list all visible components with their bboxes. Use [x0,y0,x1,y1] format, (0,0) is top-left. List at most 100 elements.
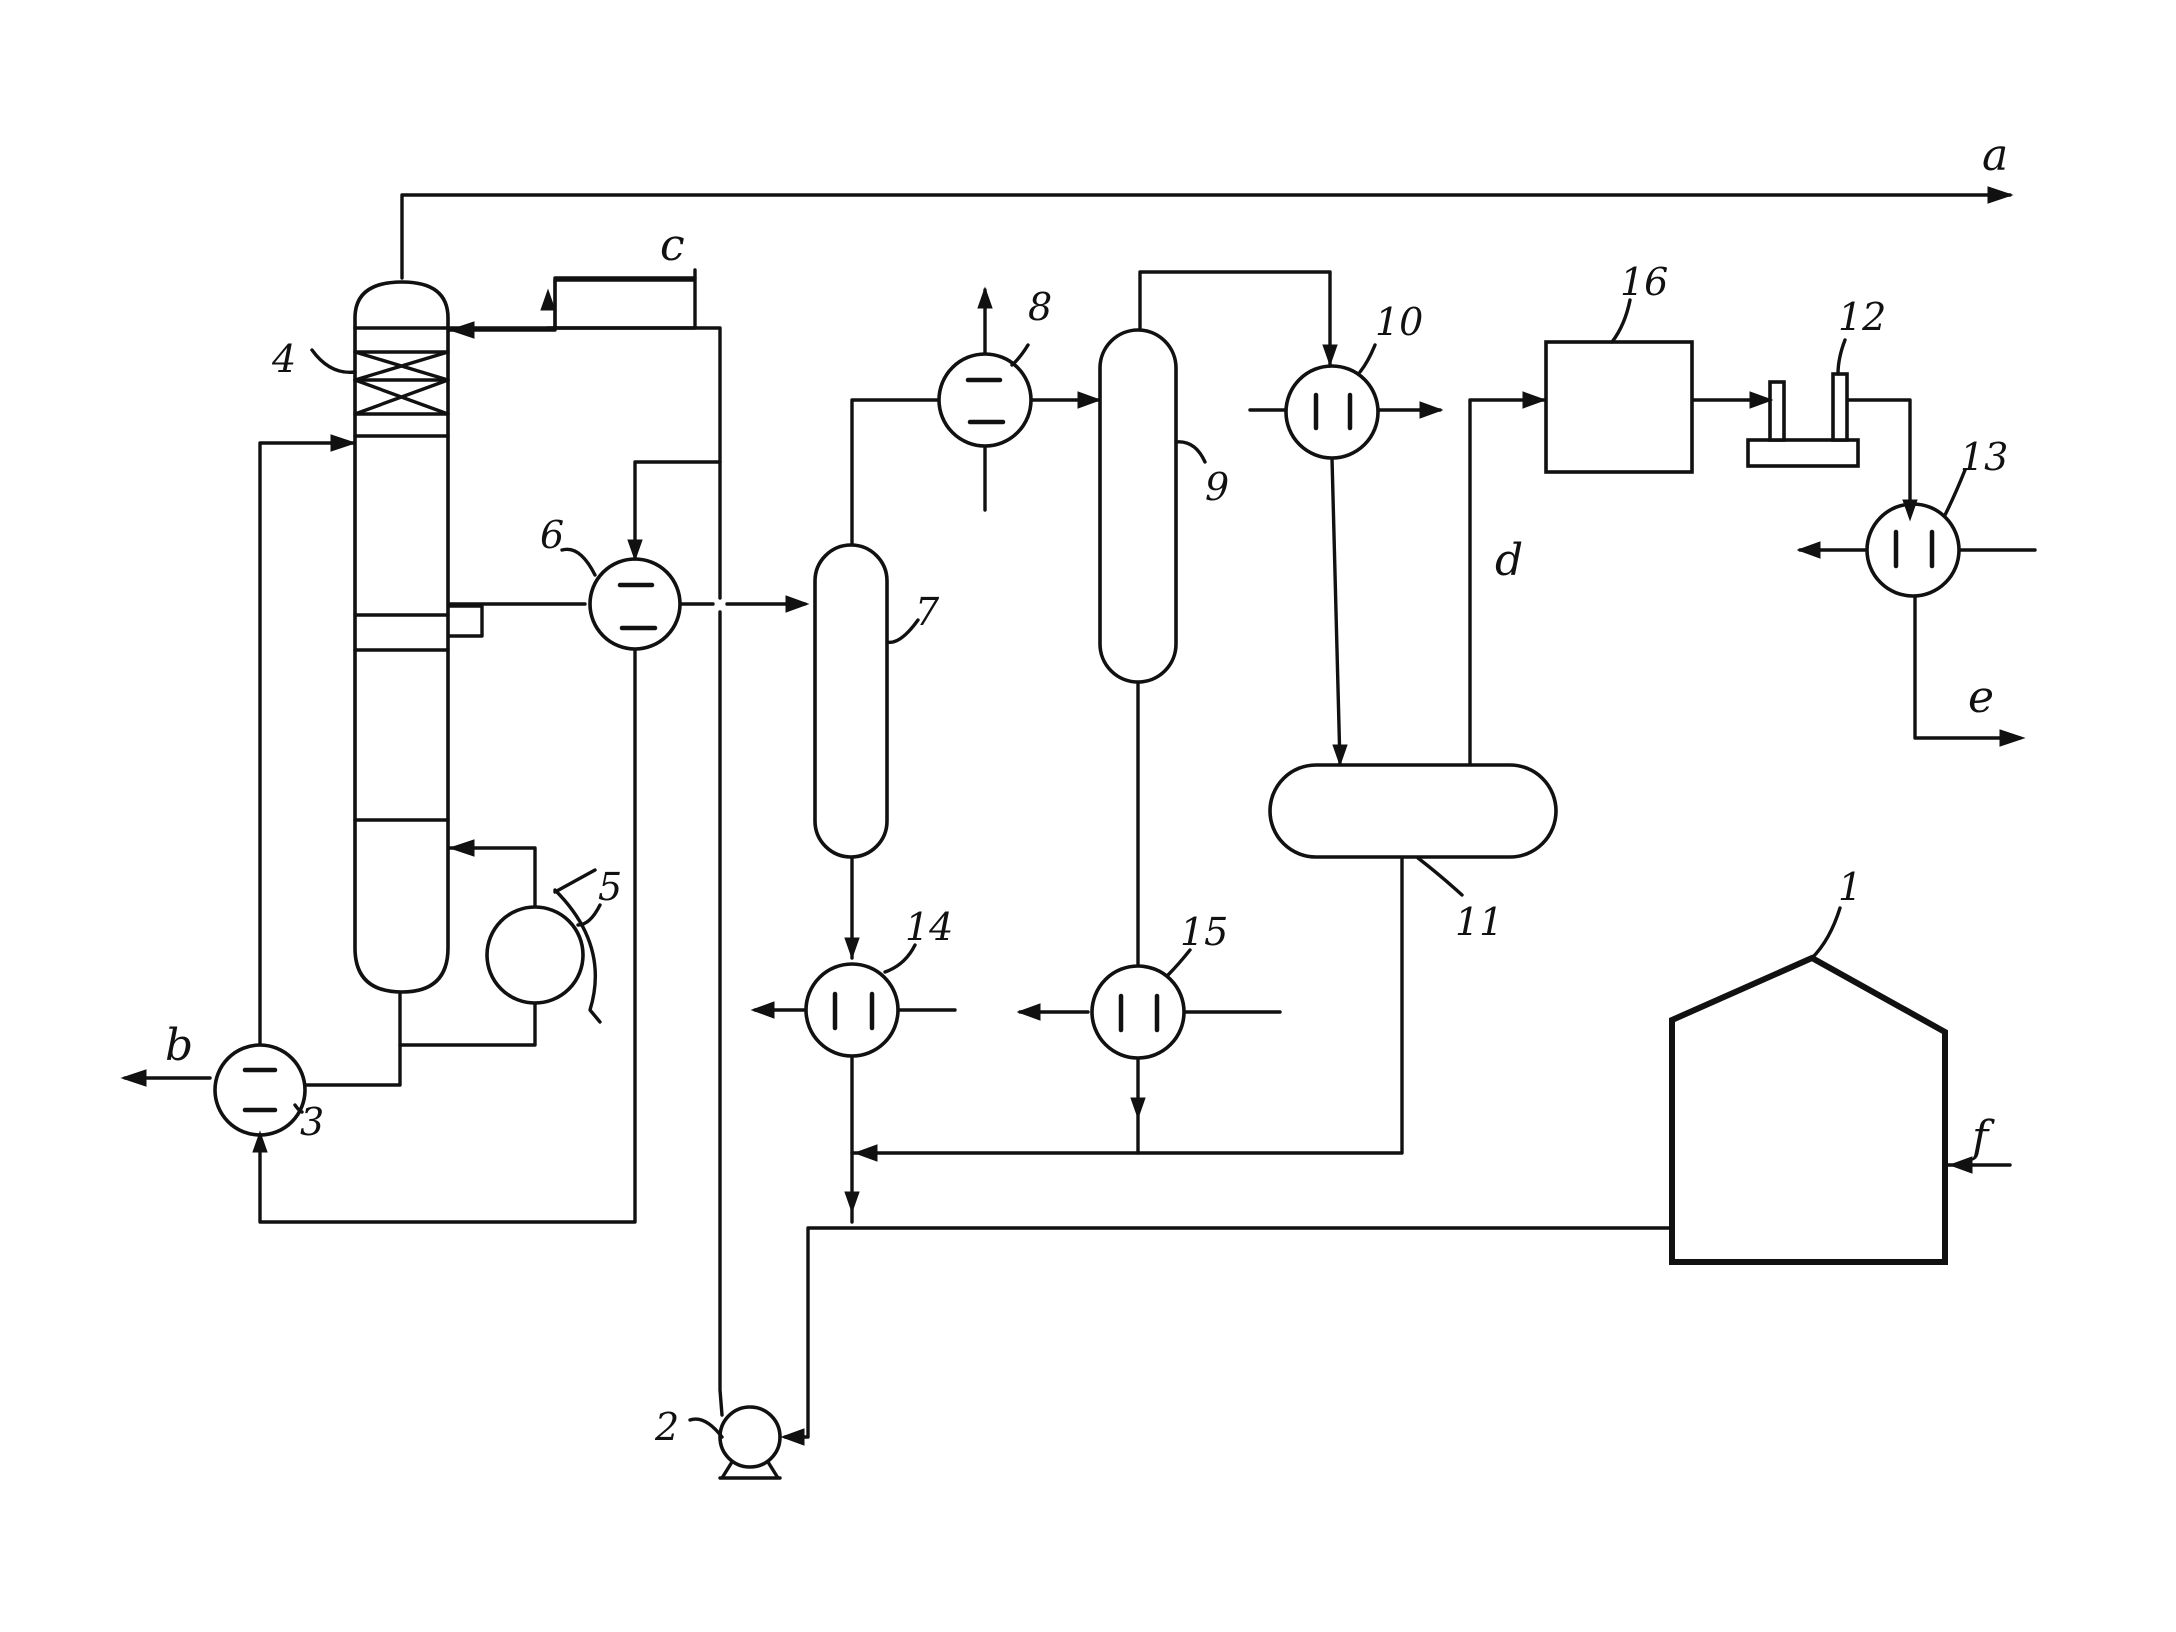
arrow-join-left [853,1144,878,1162]
arrow-into-12 [1749,391,1774,409]
column-4-body [353,280,450,994]
unit-16 [1544,340,1694,474]
line-header-to-6 [633,460,722,562]
arrow-10-out [1419,401,1444,419]
line-column-top-to-pump [446,326,724,1417]
equipment-label-9: 9 [1205,465,1229,509]
line-11-bottom-to-join [850,856,1404,1155]
line-12-to-13 [1836,398,1912,522]
equipment-labels: 1 2 3 4 5 6 7 8 9 10 11 12 13 14 15 16 [271,260,2008,1449]
equipment-label-14: 14 [905,905,953,949]
line-c-out [553,276,697,330]
arrow-into-3 [252,1130,268,1153]
line-e [1913,593,2022,740]
exchanger-10 [1284,364,1380,460]
leader-13 [1943,468,1967,517]
line-column-bottom-to-3 [303,988,402,1087]
leader-16 [1610,298,1632,344]
reboiler-5 [485,868,602,1024]
unit-12 [1746,372,1860,468]
arrow-8-up [977,286,993,309]
flow-arrows [120,186,2026,1446]
arrow-14-left [750,1001,775,1019]
arrow-into-14 [844,937,860,960]
stream-label-b: b [165,1020,193,1071]
leader-8 [1010,343,1030,367]
line-7-top-to-8 [850,398,940,550]
leader-14 [883,943,917,974]
line-column-side-jog [446,604,484,638]
arrow-reflux [448,321,475,339]
leader-12 [1836,338,1847,376]
leader-10 [1358,343,1377,374]
equipment-label-12: 12 [1838,295,1886,339]
arrow-c [540,288,556,311]
arrow-a [1987,186,2014,204]
arrow-f [1948,1156,1973,1174]
stream-labels: a b c d e f [165,130,2008,1163]
exchanger-13 [1865,502,1961,598]
arrow-into-10 [1322,344,1338,367]
leader-3 [293,1103,304,1114]
exchanger-3 [213,1043,307,1137]
leader-1 [1810,906,1842,960]
column-4 [353,280,450,994]
stream-label-d: d [1495,535,1523,586]
stream-label-c: c [660,220,685,271]
arrow-b [120,1069,147,1087]
equipment-label-10: 10 [1375,300,1423,344]
line-1-to-pump [783,1226,1674,1439]
equipment-label-11: 11 [1455,900,1503,944]
arrow-to-pump-line [844,1191,860,1214]
arrow-into-6 [627,539,643,562]
arrow-15-left [1016,1003,1041,1021]
line-10-to-11 [1330,456,1342,767]
equipment-label-3: 3 [300,1100,324,1144]
arrow-pump-out [780,1428,805,1446]
pump-2 [718,1405,782,1480]
arrow-into-9 [1077,391,1102,409]
leader-7 [885,618,920,645]
equipment-label-4: 4 [271,337,296,381]
line-3-to-column [258,441,357,1050]
equipment-label-13: 13 [1960,435,2008,479]
equipment-label-8: 8 [1028,285,1052,329]
arrow-3-to-column [330,434,357,452]
packing-x-2 [353,378,450,416]
line-overhead-a [400,193,2012,280]
stream-label-e: e [1968,672,1994,723]
leader-11 [1416,856,1464,897]
equipment-label-15: 15 [1180,910,1228,954]
equipment-label-6: 6 [540,513,564,557]
drum-11 [1268,763,1558,859]
arrow-into-11 [1332,744,1348,767]
leader-15 [1166,948,1192,977]
tank-1 [1669,954,1948,1265]
packing-x-1 [353,350,450,382]
equipment-label-5: 5 [598,865,622,909]
arrow-reboiler-return [448,839,475,857]
arrow-into-13 [1902,499,1918,522]
arrow-into-16 [1522,391,1547,409]
leader-6 [560,547,597,577]
equipment-label-7: 7 [915,590,940,634]
leader-4 [310,348,357,375]
leader-2 [688,1417,724,1439]
column-9 [1098,328,1178,684]
exchanger-15 [1090,964,1186,1060]
leader-5 [576,903,602,927]
leader-9 [1174,440,1207,464]
equipment-label-16: 16 [1620,260,1668,304]
exchanger-14 [804,962,900,1058]
column-7 [813,543,889,859]
leader-lines [293,298,1967,1439]
stream-label-f: f [1969,1112,1995,1163]
line-6-to-3 [258,646,637,1224]
stream-label-a: a [1982,130,2008,181]
line-9-top-to-10 [1138,270,1332,367]
line-d [1468,398,1547,767]
arrow-into-7 [785,595,810,613]
equipment-label-1: 1 [1838,865,1862,909]
arrow-13-left [1796,541,1821,559]
